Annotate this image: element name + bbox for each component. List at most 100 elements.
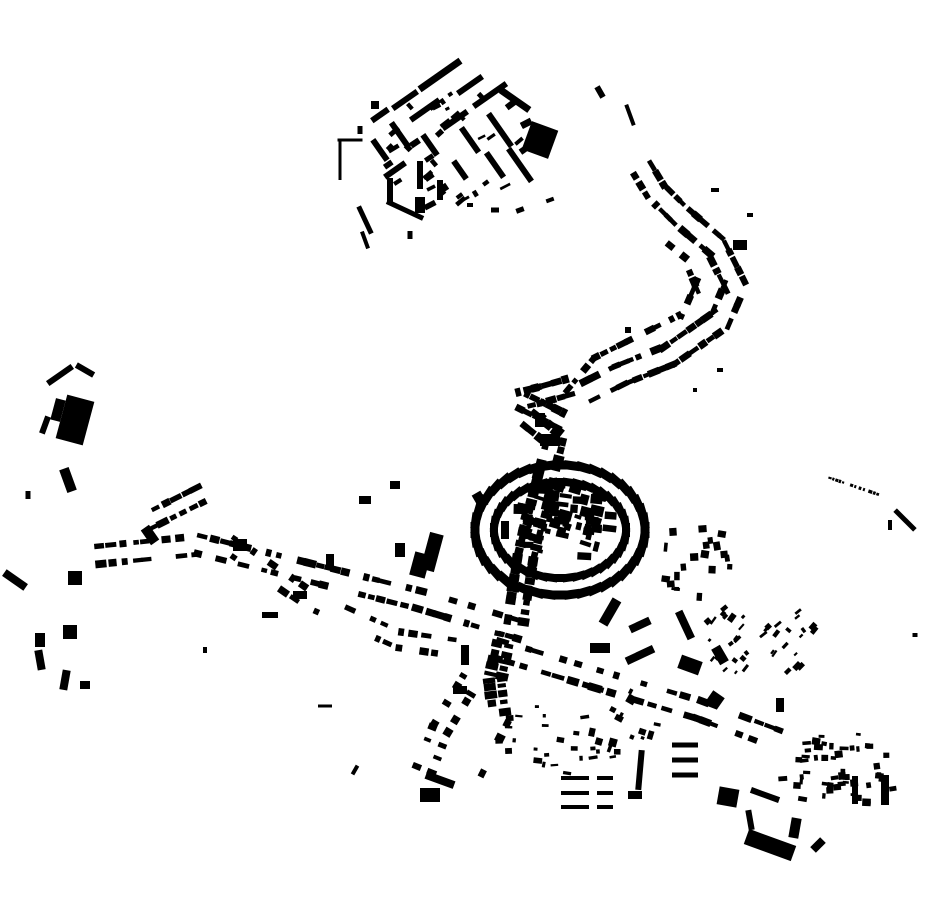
building	[477, 768, 487, 779]
building	[602, 524, 617, 533]
building	[517, 531, 528, 544]
building	[362, 572, 371, 582]
building	[614, 713, 624, 723]
building	[471, 490, 489, 510]
building	[552, 590, 568, 600]
building	[411, 761, 423, 771]
building	[385, 199, 425, 221]
building	[540, 434, 560, 446]
building	[712, 541, 722, 551]
building	[360, 230, 370, 250]
building	[697, 338, 709, 350]
building	[852, 776, 858, 804]
building	[534, 705, 539, 708]
building	[783, 667, 792, 676]
building	[427, 722, 438, 732]
building	[483, 150, 507, 180]
building	[850, 793, 855, 797]
building	[441, 698, 452, 708]
building	[712, 266, 722, 276]
building	[727, 640, 734, 647]
building	[556, 478, 567, 489]
building	[624, 645, 656, 665]
building	[594, 85, 606, 99]
building	[579, 755, 583, 761]
building	[627, 688, 634, 695]
building	[45, 363, 75, 387]
building	[579, 505, 596, 520]
building	[385, 598, 398, 607]
building	[424, 771, 456, 789]
building	[553, 516, 565, 522]
building	[504, 632, 517, 640]
building	[849, 779, 859, 787]
building	[584, 515, 590, 521]
building	[798, 633, 804, 639]
building	[461, 195, 470, 202]
building	[533, 747, 538, 751]
building	[830, 775, 839, 781]
building	[678, 251, 691, 263]
building	[550, 377, 563, 387]
building	[759, 630, 768, 639]
building	[579, 539, 592, 548]
building	[417, 161, 423, 189]
building	[155, 516, 170, 529]
building	[133, 539, 140, 545]
building	[370, 138, 390, 162]
building	[722, 613, 729, 620]
building	[788, 817, 802, 839]
building	[570, 504, 579, 514]
building	[873, 762, 881, 770]
building	[717, 530, 727, 539]
building	[585, 533, 592, 541]
building	[862, 487, 866, 492]
building	[747, 734, 759, 744]
building	[696, 592, 703, 601]
building	[670, 358, 681, 369]
building	[709, 616, 717, 625]
building	[439, 97, 447, 106]
building	[275, 552, 283, 559]
building	[628, 791, 642, 799]
building	[470, 622, 480, 630]
building	[409, 551, 431, 579]
building	[676, 329, 689, 340]
building	[59, 467, 77, 493]
buildings-layer	[2, 57, 918, 862]
building	[534, 458, 547, 471]
building	[657, 340, 672, 354]
building	[371, 101, 379, 109]
building	[104, 541, 117, 548]
building	[442, 726, 454, 738]
building	[559, 493, 573, 499]
building	[486, 132, 496, 141]
building	[620, 515, 631, 531]
building	[481, 179, 490, 187]
building	[839, 746, 849, 751]
building	[451, 159, 469, 181]
building	[802, 740, 812, 746]
building	[674, 586, 680, 591]
building	[249, 547, 258, 557]
building	[533, 383, 543, 392]
building	[350, 764, 360, 776]
building	[420, 133, 440, 157]
building	[455, 192, 464, 200]
building	[420, 632, 432, 639]
building	[399, 601, 410, 610]
building	[497, 689, 508, 698]
building	[660, 705, 673, 714]
building	[558, 437, 568, 447]
building	[390, 481, 400, 489]
building	[703, 617, 712, 626]
building	[297, 580, 310, 592]
building	[604, 511, 617, 520]
building	[455, 73, 485, 97]
building	[68, 571, 82, 585]
building	[270, 569, 279, 577]
building	[556, 445, 565, 455]
building	[80, 681, 90, 689]
building	[518, 146, 528, 155]
building	[25, 491, 31, 499]
